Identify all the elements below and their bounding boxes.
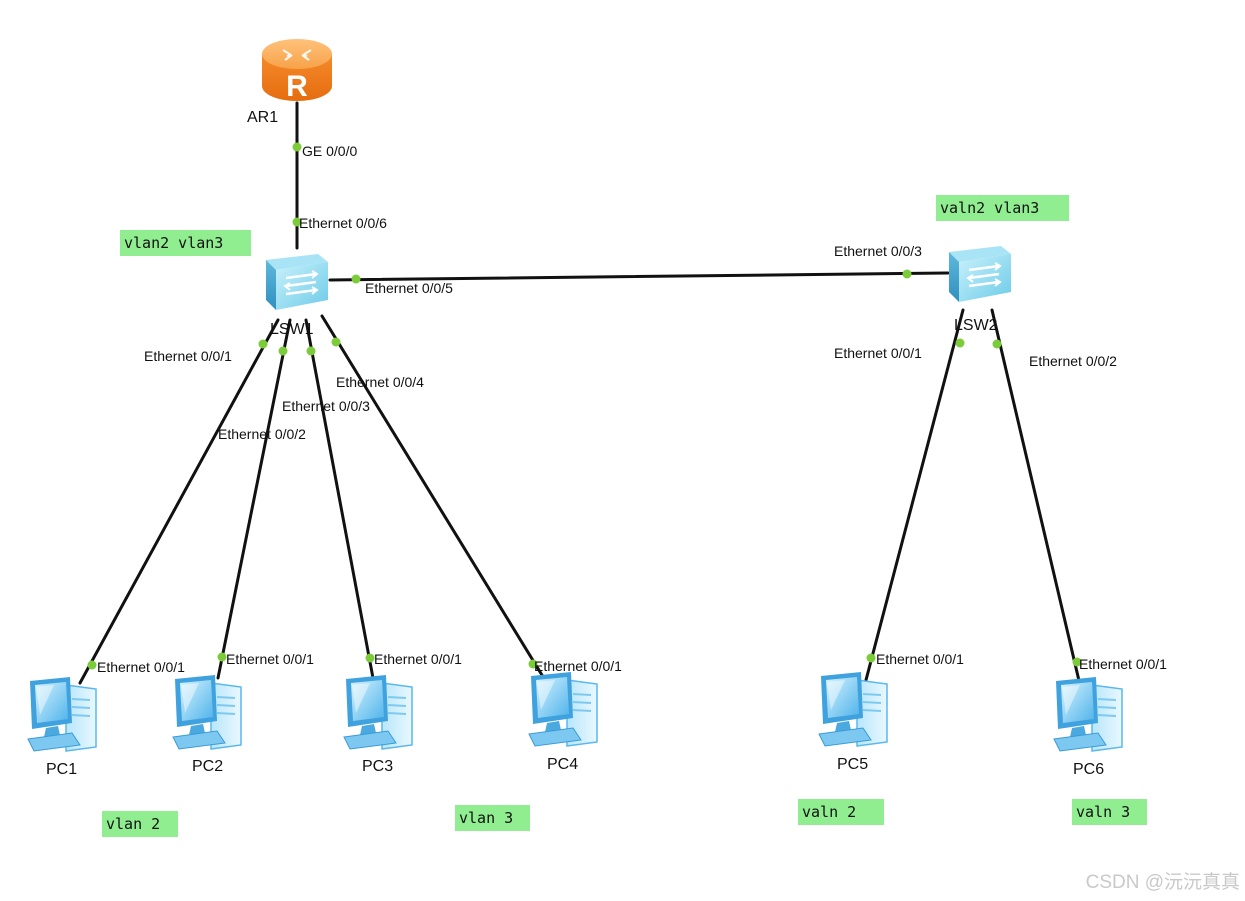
port-label-pc1: Ethernet 0/0/1 [97, 659, 185, 675]
port-label-pc6: Ethernet 0/0/1 [1079, 656, 1167, 672]
pc-pc4[interactable]: PC4 [528, 671, 598, 773]
link-lsw2-pc5 [864, 308, 965, 682]
note-pc-vlan3-left[interactable]: vlan 3 [455, 805, 530, 831]
port-label-lsw1-e006: Ethernet 0/0/6 [299, 215, 387, 231]
device-label-pc2: PC2 [192, 758, 223, 775]
port-label-lsw2-e001: Ethernet 0/0/1 [834, 345, 922, 361]
port-dot-lsw2-e002 [992, 339, 1002, 349]
router-icon: R [262, 39, 332, 103]
port-dot-ar1-ge000 [292, 142, 302, 152]
port-dot-pc3 [365, 653, 375, 663]
link-lsw1-pc4 [320, 314, 547, 682]
note-lsw1-vlans[interactable]: vlan2 vlan3 [120, 230, 251, 256]
port-label-lsw1-e004: Ethernet 0/0/4 [336, 374, 424, 390]
pc-icon [27, 676, 97, 752]
port-dot-lsw1-e006 [292, 217, 302, 227]
watermark: CSDN @沅沅真真 [1086, 871, 1240, 893]
link-lsw1-pc1 [78, 318, 280, 685]
port-dot-lsw2-e001 [955, 338, 965, 348]
vlan-notes: vlan2 vlan3 valn2 vlan3 vlan 2 vlan 3 va… [102, 195, 1147, 837]
port-label-lsw2-e002: Ethernet 0/0/2 [1029, 353, 1117, 369]
device-label-pc6: PC6 [1073, 761, 1104, 778]
switch-lsw1[interactable]: LSW1 [264, 252, 330, 338]
port-dot-lsw1-e002 [278, 346, 288, 356]
links [78, 101, 1082, 687]
device-label-pc3: PC3 [362, 758, 393, 775]
pc-icon [528, 671, 598, 747]
port-label-pc3: Ethernet 0/0/1 [374, 651, 462, 667]
pc-pc6[interactable]: PC6 [1053, 676, 1123, 778]
switch-icon [264, 252, 330, 312]
port-dot-pc4 [528, 659, 538, 669]
port-label-lsw1-e003: Ethernet 0/0/3 [282, 398, 370, 414]
pc-pc3[interactable]: PC3 [343, 674, 413, 775]
port-label-pc5: Ethernet 0/0/1 [876, 651, 964, 667]
port-dot-lsw1-e003 [306, 346, 316, 356]
port-dot-pc6 [1072, 657, 1082, 667]
port-dot-pc1 [87, 660, 97, 670]
link-lsw1-pc3 [304, 318, 375, 680]
port-label-lsw1-e002: Ethernet 0/0/2 [218, 426, 306, 442]
device-label-pc5: PC5 [837, 756, 868, 773]
port-label-lsw2-e003: Ethernet 0/0/3 [834, 243, 922, 259]
port-label-lsw1-e001: Ethernet 0/0/1 [144, 348, 232, 364]
device-label-pc1: PC1 [46, 761, 77, 778]
note-pc-vlan3-right[interactable]: valn 3 [1072, 799, 1147, 825]
note-pc-vlan2-left[interactable]: vlan 2 [102, 811, 178, 837]
port-dot-lsw1-e001 [258, 339, 268, 349]
port-dot-lsw2-e003 [902, 269, 912, 279]
port-label-pc2: Ethernet 0/0/1 [226, 651, 314, 667]
note-lsw2-vlans[interactable]: valn2 vlan3 [936, 195, 1069, 221]
switch-icon [947, 244, 1013, 304]
port-label-lsw1-e005: Ethernet 0/0/5 [365, 280, 453, 296]
pc-icon [818, 671, 888, 747]
port-dots [87, 142, 1082, 670]
device-label-pc4: PC4 [547, 756, 578, 773]
port-label-ar1-ge000: GE 0/0/0 [302, 143, 357, 159]
port-labels: GE 0/0/0 Ethernet 0/0/6 Ethernet 0/0/5 E… [97, 143, 1167, 675]
device-label-ar1: AR1 [247, 109, 278, 126]
pc-icon [1053, 676, 1123, 752]
pc-icon [343, 674, 413, 750]
device-label-lsw1: LSW1 [270, 321, 314, 338]
port-dot-lsw1-e005 [351, 274, 361, 284]
port-dot-lsw1-e004 [331, 337, 341, 347]
note-text: vlan2 vlan3 [124, 234, 223, 252]
link-lsw1-pc2 [216, 318, 292, 680]
port-label-pc4: Ethernet 0/0/1 [534, 658, 622, 674]
device-label-lsw2: LSW2 [954, 317, 998, 334]
link-lsw1-lsw2 [328, 271, 950, 282]
note-text: valn 2 [802, 803, 856, 821]
note-text: vlan 2 [106, 815, 160, 833]
note-text: valn2 vlan3 [940, 199, 1039, 217]
router-ar1[interactable]: R AR1 [247, 39, 332, 126]
pc-pc5[interactable]: PC5 [818, 671, 888, 773]
pc-pc2[interactable]: PC2 [172, 674, 242, 775]
port-dot-pc2 [217, 652, 227, 662]
pc-pc1[interactable]: PC1 [27, 676, 97, 778]
note-pc-vlan2-right[interactable]: valn 2 [798, 799, 884, 825]
switch-lsw2[interactable]: LSW2 [947, 244, 1013, 334]
note-text: valn 3 [1076, 803, 1130, 821]
port-dot-pc5 [866, 653, 876, 663]
note-text: vlan 3 [459, 809, 513, 827]
pc-icon [172, 674, 242, 750]
link-lsw2-pc6 [990, 308, 1082, 687]
svg-text:R: R [286, 70, 308, 103]
